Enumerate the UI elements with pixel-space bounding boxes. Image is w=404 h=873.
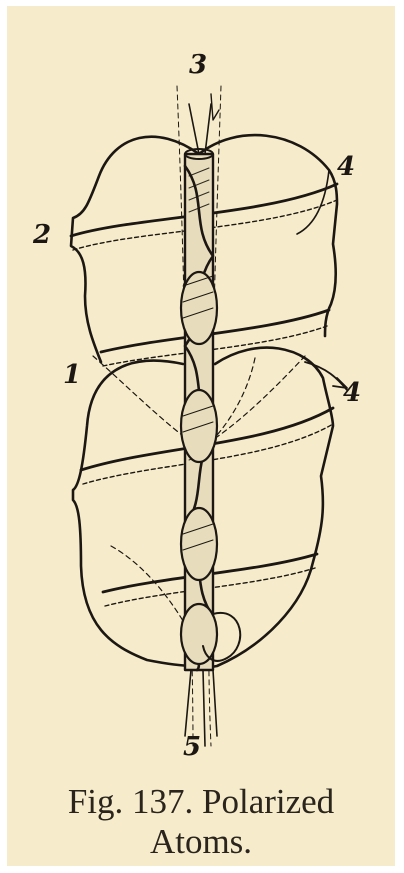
label-top-right: 4 — [337, 154, 355, 180]
label-upper-left: 2 — [33, 222, 51, 248]
label-top: 3 — [189, 52, 207, 78]
polarized-atoms-diagram — [7, 6, 395, 786]
caption-line-2: Atoms. — [7, 822, 395, 862]
label-bottom: 5 — [183, 734, 201, 760]
figure-caption: Fig. 137. Polarized Atoms. — [7, 782, 395, 862]
caption-line-1: Fig. 137. Polarized — [7, 782, 395, 822]
figure-plate: 3 4 2 1 4 5 Fig. 137. Polarized Atoms. — [7, 6, 395, 866]
label-middle-right: 4 — [343, 380, 361, 406]
label-middle-left: 1 — [63, 362, 81, 388]
